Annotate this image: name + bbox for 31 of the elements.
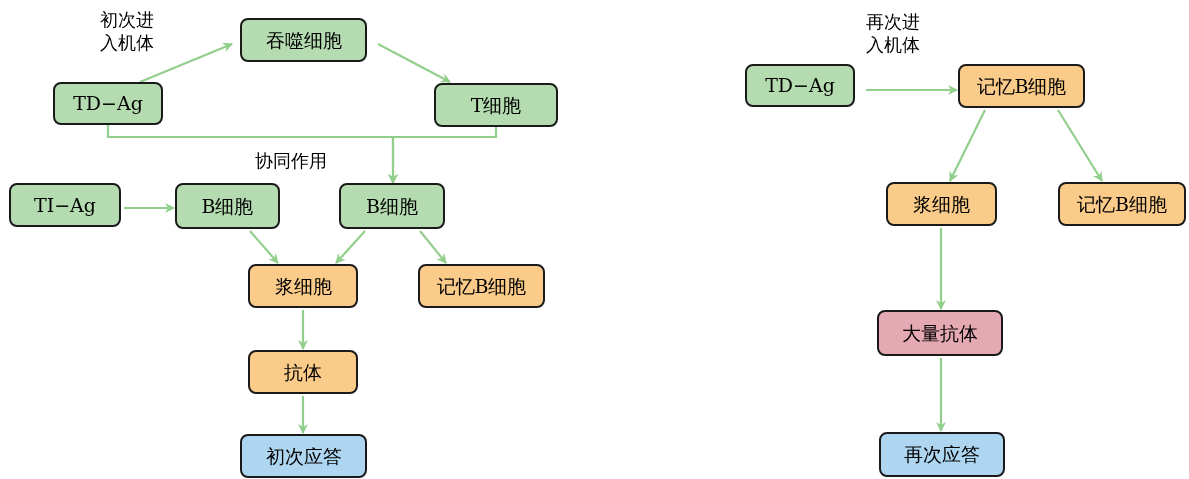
arrow: [949, 109, 986, 182]
arrow: [377, 43, 451, 83]
process-box: 记忆B细胞: [958, 64, 1085, 108]
process-box: 初次应答: [240, 434, 367, 478]
process-box: 记忆B细胞: [1058, 182, 1186, 226]
process-box: 浆细胞: [248, 264, 358, 308]
arrow: [298, 396, 308, 434]
arrow: [936, 228, 946, 310]
arrow: [1057, 109, 1103, 182]
arrow: [298, 310, 308, 350]
process-box: TI−Ag: [9, 183, 121, 227]
arrow: [249, 230, 279, 264]
process-box: TD−Ag: [53, 82, 163, 125]
arrow: [866, 85, 958, 95]
arrow: [124, 203, 175, 213]
process-box: 吞噬细胞: [240, 18, 367, 62]
process-box: T细胞: [434, 83, 558, 127]
process-box: 记忆B细胞: [418, 264, 545, 308]
arrow: [335, 230, 366, 264]
arrow: [139, 42, 233, 83]
process-box: 再次应答: [879, 432, 1005, 477]
arrow: [936, 358, 946, 432]
arrow: [419, 230, 447, 264]
process-box: 抗体: [248, 350, 358, 394]
process-box: TD−Ag: [745, 64, 855, 107]
process-box: 大量抗体: [877, 310, 1003, 356]
process-box: B细胞: [175, 183, 280, 229]
process-box: B细胞: [339, 183, 445, 229]
annotation-text: 协同作用: [255, 149, 327, 173]
arrow: [388, 127, 498, 184]
process-box: 浆细胞: [886, 182, 997, 226]
